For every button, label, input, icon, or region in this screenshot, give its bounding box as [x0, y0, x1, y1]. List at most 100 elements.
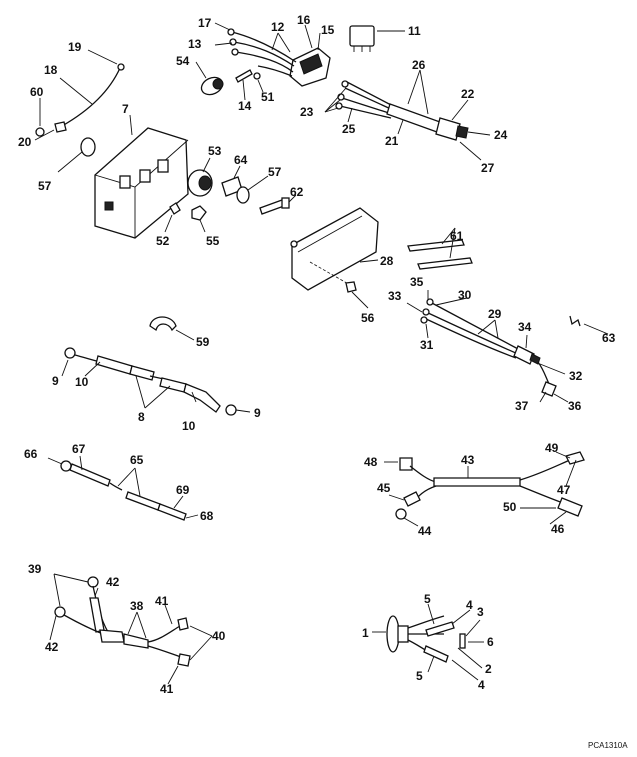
- figure-code: PCA1310A: [588, 741, 628, 750]
- label-62: 62: [290, 185, 304, 199]
- label-31: 31: [420, 338, 434, 352]
- harness-29-37: [406, 290, 569, 403]
- label-41-top: 41: [155, 594, 169, 608]
- label-11: 11: [408, 24, 421, 38]
- label-67: 67: [72, 442, 86, 456]
- label-42-bottom: 42: [45, 640, 59, 654]
- label-36: 36: [568, 399, 582, 413]
- label-29: 29: [488, 307, 502, 321]
- label-27: 27: [481, 161, 495, 175]
- label-54: 54: [176, 54, 190, 68]
- label-12: 12: [271, 20, 285, 34]
- connector-15-16: [214, 22, 331, 87]
- label-57-left: 57: [38, 179, 52, 193]
- label-53: 53: [208, 144, 222, 158]
- label-51: 51: [261, 90, 275, 104]
- label-3: 3: [477, 605, 484, 619]
- label-61: 61: [450, 229, 464, 243]
- label-15: 15: [321, 23, 335, 37]
- grommet-53: [187, 157, 213, 197]
- label-10-right: 10: [182, 419, 196, 433]
- label-17: 17: [198, 16, 212, 30]
- label-30: 30: [458, 288, 472, 302]
- power-pack-7: [94, 114, 189, 239]
- screw-56: [345, 281, 369, 309]
- label-40: 40: [212, 629, 226, 643]
- label-45: 45: [377, 481, 391, 495]
- clip-63: [569, 315, 609, 335]
- label-21: 21: [385, 134, 399, 148]
- clamp-59: [149, 316, 195, 341]
- label-41-bottom: 41: [160, 682, 174, 696]
- sleeves-61: [407, 227, 473, 270]
- label-55: 55: [206, 234, 220, 248]
- label-16: 16: [297, 13, 311, 27]
- label-8: 8: [138, 410, 145, 424]
- label-37: 37: [515, 399, 529, 413]
- label-52: 52: [156, 234, 170, 248]
- label-49: 49: [545, 441, 559, 455]
- harness-21-27: [324, 69, 491, 161]
- label-1: 1: [362, 626, 369, 640]
- label-18: 18: [44, 63, 58, 77]
- label-25: 25: [342, 122, 356, 136]
- label-47: 47: [557, 483, 571, 497]
- label-24: 24: [494, 128, 508, 142]
- label-4-top: 4: [466, 598, 473, 612]
- label-38: 38: [130, 599, 144, 613]
- label-64: 64: [234, 153, 248, 167]
- label-42-top: 42: [106, 575, 120, 589]
- label-39: 39: [28, 562, 42, 576]
- screw-52: [164, 202, 181, 233]
- label-9-right: 9: [254, 406, 261, 420]
- washer-57b: [236, 175, 269, 204]
- label-65: 65: [130, 453, 144, 467]
- label-9-left: 9: [52, 374, 59, 388]
- label-26: 26: [412, 58, 426, 72]
- label-46: 46: [551, 522, 565, 536]
- label-6: 6: [487, 635, 494, 649]
- label-66: 66: [24, 447, 38, 461]
- harness-38-42: [49, 573, 213, 685]
- label-5-top: 5: [424, 592, 431, 606]
- label-23: 23: [300, 105, 314, 119]
- label-57-right: 57: [268, 165, 282, 179]
- label-68: 68: [200, 509, 214, 523]
- label-5-bottom: 5: [416, 669, 423, 683]
- label-7: 7: [122, 102, 129, 116]
- label-34: 34: [518, 320, 532, 334]
- relay-11: [349, 25, 405, 52]
- label-14: 14: [238, 99, 252, 113]
- washer-57a: [57, 137, 96, 173]
- bolt-62: [259, 194, 297, 215]
- label-44: 44: [418, 524, 432, 538]
- label-69: 69: [176, 483, 190, 497]
- callout-labels: 1 2 3 4 4 5 5 6 7 8 9 9 10 10 11 12 13 1…: [18, 13, 616, 696]
- label-60: 60: [30, 85, 44, 99]
- label-56: 56: [361, 311, 375, 325]
- label-59: 59: [196, 335, 210, 349]
- label-32: 32: [569, 369, 583, 383]
- bushing-54: [195, 61, 224, 96]
- label-19: 19: [68, 40, 82, 54]
- grommet-assembly-1-6: [372, 603, 484, 681]
- terminal-14: [235, 69, 264, 101]
- battery-cable-8-10: [61, 347, 251, 416]
- harness-43-50: [384, 451, 585, 527]
- label-20: 20: [18, 135, 32, 149]
- label-22: 22: [461, 87, 475, 101]
- label-28: 28: [380, 254, 394, 268]
- label-35: 35: [410, 275, 424, 289]
- lead-65-68: [47, 455, 199, 521]
- label-50: 50: [503, 500, 517, 514]
- label-13: 13: [188, 37, 202, 51]
- label-10-left: 10: [75, 375, 89, 389]
- label-43: 43: [461, 453, 475, 467]
- ground-strap-18: [34, 49, 125, 141]
- label-48: 48: [364, 455, 378, 469]
- label-4-bottom: 4: [478, 678, 485, 692]
- label-2: 2: [485, 662, 492, 676]
- cover-28: [290, 207, 379, 291]
- label-63: 63: [602, 331, 616, 345]
